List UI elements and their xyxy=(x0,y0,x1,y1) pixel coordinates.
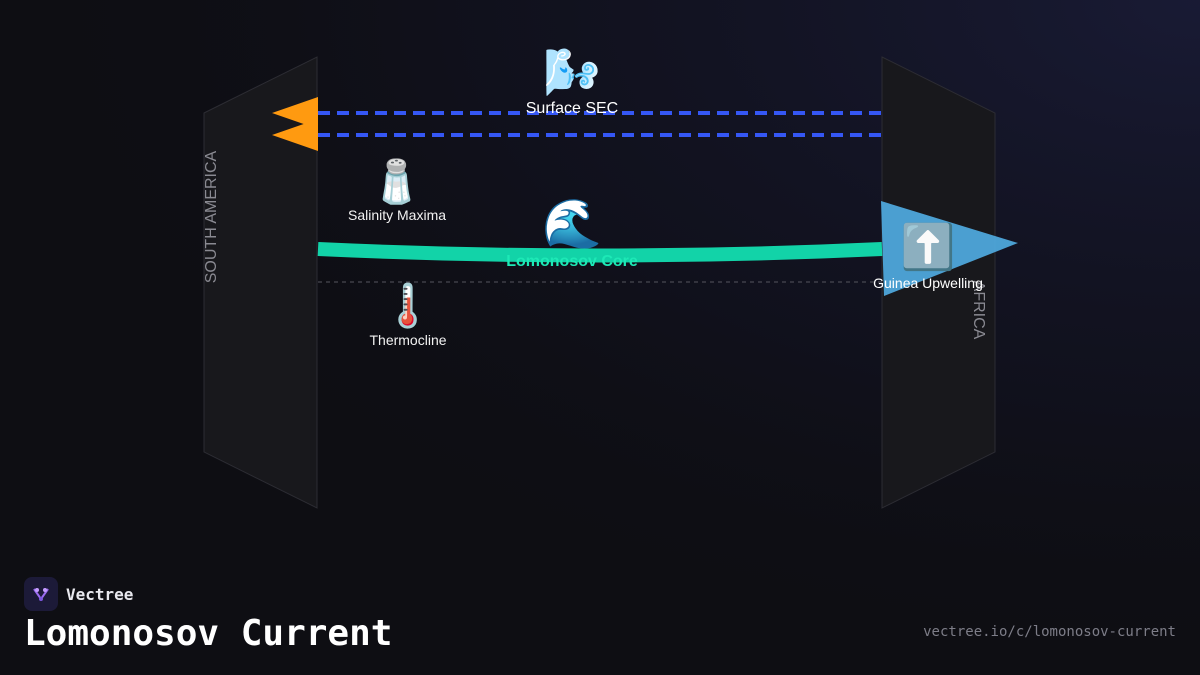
south-america-wall xyxy=(203,56,318,509)
page-title: Lomonosov Current xyxy=(24,613,393,654)
south-america-label: SOUTH AMERICA xyxy=(203,150,220,283)
africa-wall xyxy=(881,56,996,509)
thermometer-icon: 🌡️ xyxy=(382,281,434,330)
vectree-logo-icon xyxy=(24,577,58,611)
up-arrow-icon: ⬆️ xyxy=(901,222,956,272)
brand: Vectree xyxy=(24,577,133,611)
upwelling-label: Guinea Upwelling xyxy=(873,275,983,291)
core-current-band xyxy=(317,242,883,263)
wind-icon: 🌬️ xyxy=(543,46,600,98)
salinity-label: Salinity Maxima xyxy=(348,207,446,223)
page-url[interactable]: vectree.io/c/lomonosov-current xyxy=(923,624,1176,640)
salt-shaker-icon: 🧂 xyxy=(371,156,423,206)
surface-arrow-upper xyxy=(272,97,318,129)
surface-label: Surface SEC xyxy=(526,100,618,117)
brand-name: Vectree xyxy=(66,584,134,604)
wave-icon: 🌊 xyxy=(542,196,602,251)
surface-arrow-lower xyxy=(272,119,318,151)
core-label: Lomonosov Core xyxy=(506,253,638,270)
thermocline-label: Thermocline xyxy=(369,332,446,348)
upwelling-arrow xyxy=(881,201,1018,296)
africa-label: AFRICA xyxy=(970,281,987,340)
